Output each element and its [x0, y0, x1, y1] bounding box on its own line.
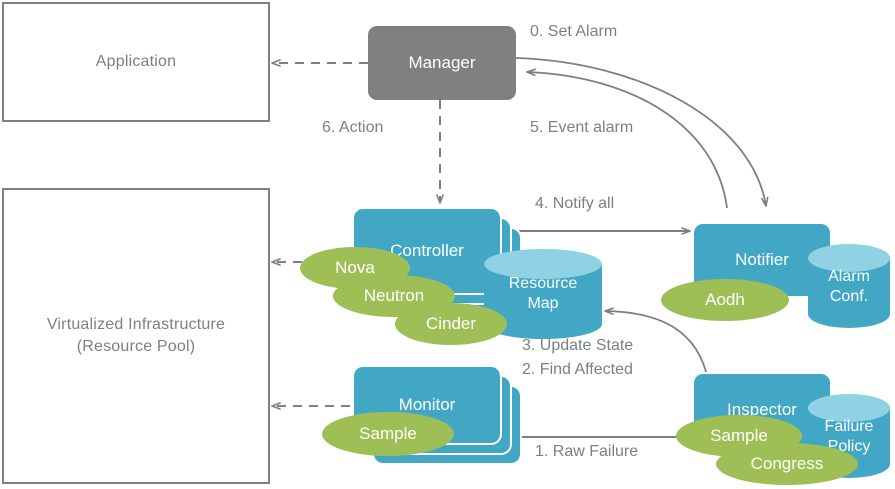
edge-label-raw-failure: 1. Raw Failure: [535, 443, 639, 460]
pill-sample-inspector-label: Sample: [710, 426, 768, 445]
pill-aodh[interactable]: Aodh: [661, 279, 789, 321]
pill-sample-monitor[interactable]: Sample: [322, 412, 454, 456]
pill-congress[interactable]: Congress: [716, 443, 858, 485]
infrastructure-label-line1: Virtualized Infrastructure: [46, 316, 226, 333]
pill-sample-monitor-label: Sample: [359, 424, 417, 443]
controller-label: Controller: [390, 241, 464, 260]
alarm-conf-store[interactable]: Alarm Conf.: [806, 243, 892, 329]
monitor-label: Monitor: [398, 395, 456, 414]
pill-congress-label: Congress: [750, 454, 824, 473]
edge-label-notify-all: 4. Notify all: [535, 195, 615, 212]
pill-cinder-label: Cinder: [425, 314, 477, 333]
edge-label-event-alarm: 5. Event alarm: [530, 119, 634, 136]
manager-label: Manager: [408, 53, 476, 72]
pill-aodh-label: Aodh: [705, 290, 745, 309]
manager-node[interactable]: Manager: [368, 26, 516, 100]
application-box[interactable]: Application: [2, 2, 270, 122]
application-label: Application: [95, 53, 177, 70]
edge-set-alarm-curve: [515, 57, 769, 207]
pill-cinder[interactable]: Cinder: [395, 303, 507, 345]
edge-update-state-curve: [604, 307, 709, 381]
edge-event-alarm-curve: [526, 68, 728, 209]
edge-label-set-alarm: 0. Set Alarm: [530, 23, 618, 40]
alarm-conf-cylinder-shape: [808, 244, 890, 328]
edge-label-action: 6. Action: [322, 119, 384, 136]
infrastructure-box[interactable]: Virtualized Infrastructure (Resource Poo…: [2, 188, 270, 484]
resource-map-cylinder-shape: [484, 249, 602, 339]
infrastructure-label-line2: (Resource Pool): [76, 338, 196, 355]
inspector-label: Inspector: [727, 400, 797, 419]
pill-neutron-label: Neutron: [363, 286, 425, 305]
notifier-label: Notifier: [735, 250, 789, 269]
pill-nova-label: Nova: [335, 258, 375, 277]
edge-label-update-state: 3. Update State: [522, 337, 634, 354]
edge-label-find-affected: 2. Find Affected: [522, 361, 633, 378]
